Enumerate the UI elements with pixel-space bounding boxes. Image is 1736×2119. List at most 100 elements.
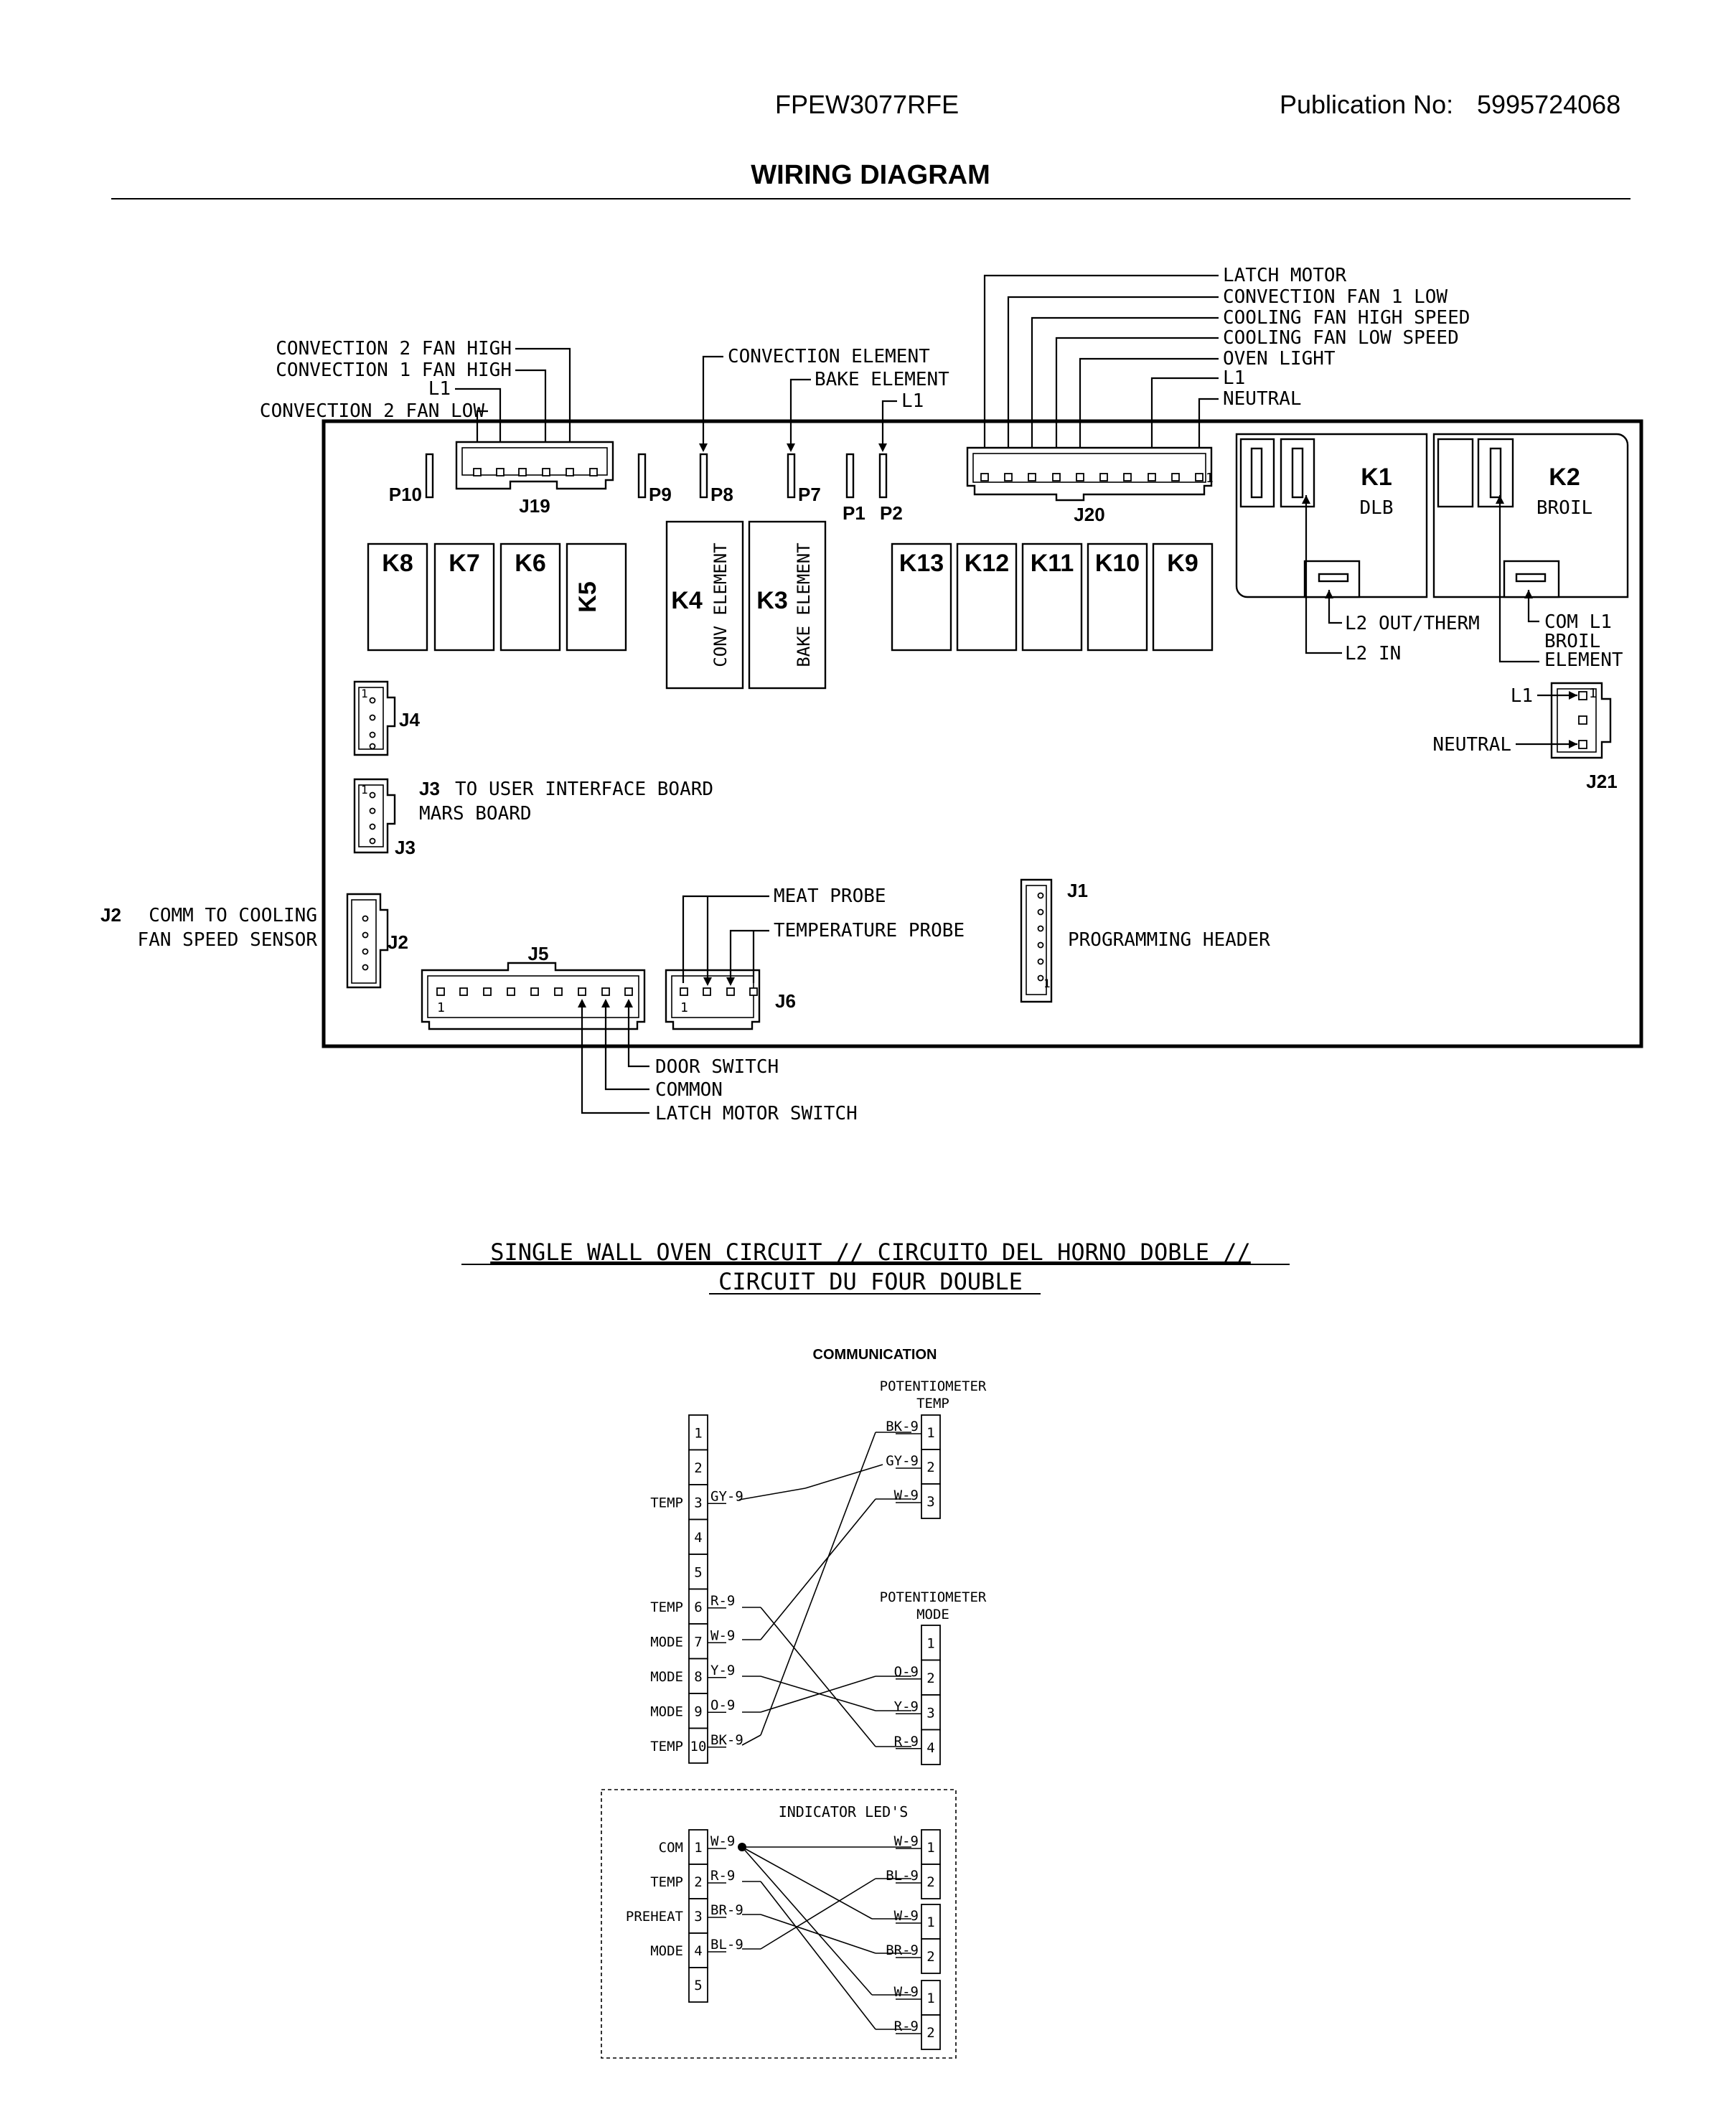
wire-color-label: W-9 (894, 1984, 919, 2000)
terminal-pin-number: 1 (694, 1840, 702, 1856)
label-programming-header: PROGRAMMING HEADER (1068, 929, 1270, 951)
label-broil-element: ELEMENT (1544, 649, 1623, 671)
terminal-cell (921, 1904, 941, 1940)
terminal-pin-number: 1 (694, 1425, 702, 1441)
relay-k9 (1152, 542, 1214, 652)
label-j2-bold: J2 (100, 904, 121, 926)
relay-k3-label: K3 (756, 587, 787, 614)
wire-broil-element (1498, 495, 1539, 663)
terminal-function-label: MODE (650, 1669, 683, 1685)
relay-k5 (566, 542, 627, 652)
page-title: WIRING DIAGRAM (751, 160, 990, 190)
com-junction-dot (738, 1843, 746, 1851)
label-common: COMMON (655, 1079, 723, 1101)
terminal-cell (921, 1483, 941, 1519)
pot-temp-title-1: POTENTIOMETER (880, 1378, 987, 1394)
wire-color-label: Y-9 (894, 1699, 919, 1714)
connector-j5 (421, 962, 646, 1030)
wire-conv-fan1-low (1007, 296, 1219, 476)
terminal-pin-number: 1 (926, 1425, 934, 1441)
terminal-cell (921, 1938, 941, 1974)
wire-l1-p2 (881, 400, 897, 448)
connector-j6 (665, 969, 761, 1030)
wire-color-label: R-9 (710, 1868, 735, 1884)
j21-pin1-marker: 1 (1589, 686, 1597, 701)
terminal-cell (688, 1967, 708, 2003)
connector-p7 (787, 453, 796, 499)
relay-k10 (1087, 542, 1148, 652)
relay-k11 (1021, 542, 1083, 652)
terminal-cell (688, 1623, 708, 1660)
wire-door-switch (627, 1003, 649, 1068)
connector-j1-label: J1 (1067, 880, 1088, 901)
label-j21-l1: L1 (1511, 685, 1533, 707)
wire-color-label: O-9 (710, 1697, 735, 1713)
label-temperature-probe: TEMPERATURE PROBE (774, 920, 965, 941)
connector-p1 (845, 453, 855, 499)
j20-pin1-marker: 1 (1206, 471, 1214, 486)
wire-color-label: R-9 (894, 1734, 919, 1749)
label-l1-j20: L1 (1223, 367, 1245, 389)
relay-k10-label: K10 (1095, 550, 1140, 577)
wire-color-label: BK-9 (886, 1419, 919, 1434)
publication-label: Publication No: (1280, 90, 1453, 119)
label-conv-fan1-low: CONVECTION FAN 1 LOW (1223, 286, 1448, 308)
label-door-switch: DOOR SWITCH (655, 1056, 779, 1078)
j5-pin1-marker: 1 (437, 1000, 445, 1015)
terminal-pin-number: 3 (694, 1909, 702, 1925)
connector-j3-label: J3 (419, 778, 440, 799)
wire-common (604, 1003, 649, 1091)
terminal-pin-number: 3 (926, 1494, 934, 1510)
connector-j5-label: J5 (528, 943, 549, 964)
relay-k13-label: K13 (899, 550, 944, 577)
wire-color-label: O-9 (894, 1664, 919, 1680)
terminal-cell (688, 1829, 708, 1865)
wire-color-label: W-9 (894, 1488, 919, 1503)
wire-cooling-high (1031, 316, 1219, 476)
relay-k6-label: K6 (515, 550, 545, 577)
connector-j20 (966, 446, 1213, 502)
terminal-pin-number: 1 (926, 1991, 934, 2006)
connector-j6-label: J6 (775, 990, 796, 1012)
connector-j3 (353, 778, 396, 854)
relay-k2-text: BROIL (1536, 497, 1592, 519)
wire-color-label: GY-9 (886, 1453, 919, 1469)
relay-k2-label: K2 (1549, 464, 1580, 491)
wire-l1-j20 (1150, 377, 1219, 476)
wire-oven-light (1079, 357, 1219, 476)
terminal-function-label: TEMP (650, 1599, 683, 1615)
terminal-pin-number: 2 (926, 1874, 934, 1890)
relay-k11-label: K11 (1031, 550, 1074, 577)
terminal-cell (921, 1659, 941, 1696)
wire-color-label: W-9 (894, 1908, 919, 1924)
wire-bake-element (789, 378, 811, 448)
terminal-function-label: TEMP (650, 1495, 683, 1510)
terminal-strip-pot-mode: 12O-93Y-94R-9 (894, 1625, 941, 1765)
wire-color-label: BL-9 (710, 1937, 743, 1953)
wire-l2-out (1328, 590, 1342, 624)
terminal-pin-number: 2 (926, 2025, 934, 2041)
relay-k6 (499, 542, 561, 652)
terminal-cell (688, 1864, 708, 1899)
terminal-cell (921, 1694, 941, 1731)
relay-k3-text: BAKE ELEMENT (794, 542, 814, 667)
terminal-pin-number: 2 (926, 1671, 934, 1686)
terminal-pin-number: 1 (926, 1840, 934, 1856)
terminal-cell (688, 1588, 708, 1625)
wire-latch-motor (983, 274, 1219, 476)
terminal-pin-number: 8 (694, 1669, 702, 1685)
terminal-cell (921, 1864, 941, 1899)
terminal-pin-number: 2 (694, 1874, 702, 1890)
label-l1-p2: L1 (901, 390, 924, 412)
terminal-cell (921, 1829, 941, 1865)
connector-p9-label: P9 (649, 484, 672, 505)
wire-color-label: R-9 (710, 1593, 735, 1609)
label-conv1-fan-high: CONVECTION 1 FAN HIGH (276, 360, 512, 381)
label-bake-element: BAKE ELEMENT (815, 369, 949, 390)
connector-j1 (1020, 878, 1053, 1003)
terminal-function-label: MODE (650, 1704, 683, 1719)
circuit-title-line2: CIRCUIT DU FOUR DOUBLE (718, 1268, 1023, 1295)
wire-temp-probe-a (729, 929, 769, 983)
